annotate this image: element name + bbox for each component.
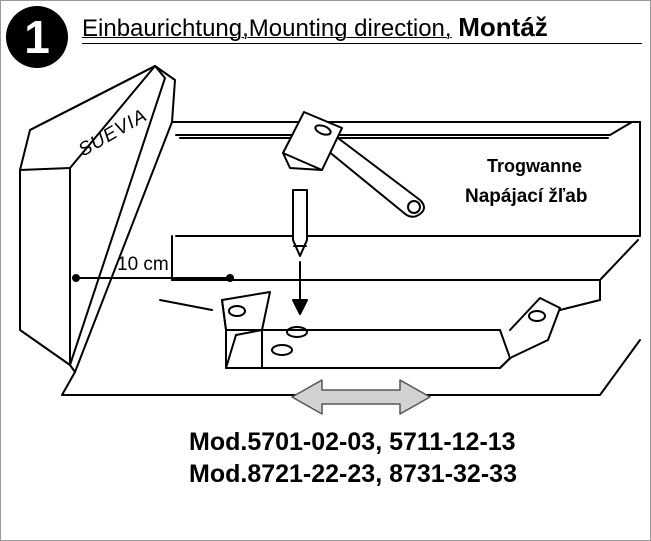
- section-title: Einbaurichtung,Mounting direction, Montá…: [82, 12, 548, 43]
- step-number-badge: 1: [6, 6, 68, 68]
- nail: [292, 189, 308, 257]
- hammer: [282, 111, 425, 218]
- trough-label-german: Trogwanne: [487, 156, 583, 176]
- model-numbers-line-1: Mod.5701-02-03, 5711-12-13: [189, 428, 516, 456]
- title-underline: [82, 43, 642, 44]
- wall-block: [19, 65, 176, 373]
- distance-label: 10 cm: [117, 254, 169, 275]
- mounting-bracket: [221, 291, 561, 369]
- slide-direction-arrow: [291, 379, 431, 415]
- distance-dimension: [72, 274, 234, 282]
- title-german-english: Einbaurichtung,Mounting direction,: [82, 15, 452, 42]
- title-czech: Montáž: [458, 12, 548, 42]
- model-numbers-line-2: Mod.8721-22-23, 8731-32-33: [189, 460, 517, 488]
- pointer-arrow: [292, 261, 308, 315]
- trough-label-czech: Napájací žľab: [465, 186, 588, 207]
